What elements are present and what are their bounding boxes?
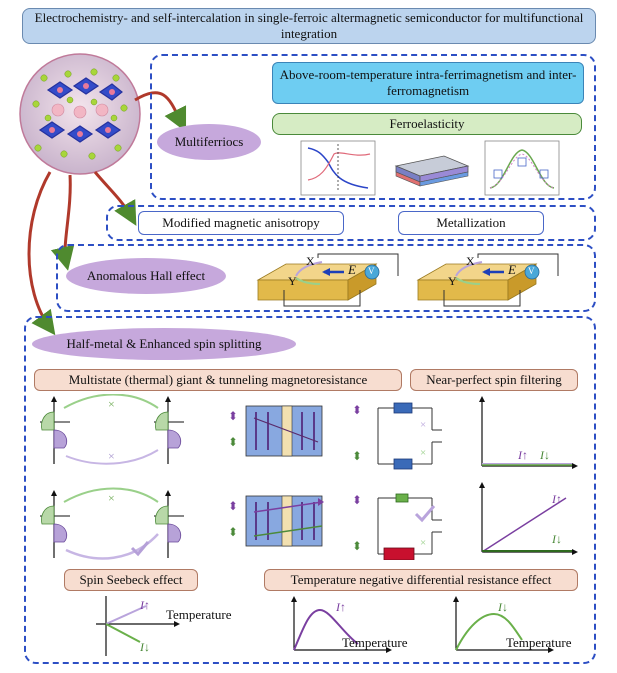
junction-row-2: ⬍ ⬍ [228,495,324,547]
anisotropy-text: Modified magnetic anisotropy [162,215,320,231]
svg-text:×: × [108,491,115,505]
ndr-temperature-2: Temperature [506,635,572,650]
spin-filter-plot-2 [479,482,578,555]
crystal-structure [18,52,142,176]
energy-barrier-plot-icon [484,140,560,196]
hall-e-label-1: E [348,262,356,277]
circuit-row-2: ⬍ ⬍ × [352,493,442,560]
halfmetal-oval: Half-metal & Enhanced spin splitting [32,328,296,360]
hall-section [56,244,596,312]
seebeck-plot [96,596,180,656]
hall-oval: Anomalous Hall effect [66,258,226,294]
band-diagrams: × × × [40,394,184,560]
arrow-to-halfmetal [27,171,56,336]
ndr-text: Temperature negative differential resist… [290,572,552,588]
filter1-i-up: I↑ [518,448,528,462]
ndr-i-up: I↑ [336,600,346,614]
seebeck-i-up: I↑ [140,598,150,612]
ferroelasticity-text: Ferroelasticity [389,116,465,132]
svg-text:⬍: ⬍ [352,403,362,417]
arrow-to-multiferroics [134,91,187,133]
multiferroics-oval: Multiferriocs [157,124,261,160]
magnetism-box: Above-room-temperature intra-ferrimagnet… [272,62,584,104]
svg-text:⬍: ⬍ [352,449,362,463]
hall-y-label-2: Y [448,274,457,288]
magnetism-text: Above-room-temperature intra-ferrimagnet… [279,67,577,98]
ferroelasticity-box: Ferroelasticity [272,113,582,135]
svg-text:⬍: ⬍ [228,409,238,423]
filter2-i-up: I↑ [552,492,562,506]
spin-valve-junctions: ⬍ ⬍ ⬍ ⬍ [228,405,324,547]
magnetoresistance-box: Multistate (thermal) giant & tunneling m… [34,369,402,391]
svg-text:⬍: ⬍ [352,493,362,507]
metallization-text: Metallization [436,215,506,231]
seebeck-box: Spin Seebeck effect [64,569,198,591]
junction-row-1: ⬍ ⬍ [228,405,323,457]
page-title: Electrochemistry- and self-intercalation… [22,8,596,44]
filter1-i-down: I↓ [540,448,550,462]
ndr-plot-up [291,596,392,653]
hall-x-label-1: X [306,254,315,268]
anisotropy-section [106,205,596,241]
svg-text:⬍: ⬍ [352,539,362,553]
spin-filtering-text: Near-perfect spin filtering [426,372,562,388]
svg-text:×: × [108,449,115,463]
svg-text:⬍: ⬍ [228,525,238,539]
hall-device-1 [256,253,399,307]
spin-filtering-plots [479,396,578,555]
ndr-i-down: I↓ [498,600,508,614]
svg-text:⬍: ⬍ [228,435,238,449]
svg-text:×: × [420,447,426,459]
svg-text:⬍: ⬍ [228,499,238,513]
anisotropy-box: Modified magnetic anisotropy [138,211,344,235]
hall-e-label-2: E [508,262,516,277]
halfmetal-section [24,316,596,664]
seebeck-text: Spin Seebeck effect [79,572,183,588]
hall-x-label-2: X [466,254,475,268]
ndr-temperature-1: Temperature [342,635,408,650]
hall-label: Anomalous Hall effect [86,268,206,284]
seebeck-temperature: Temperature [166,607,232,622]
ndr-plot-down [453,596,554,653]
circuit-row-1: ⬍ ⬍ × × [352,402,442,470]
multiferroics-label: Multiferriocs [174,134,244,150]
band-diagram-row-2: × [40,487,184,560]
resistor-circuits: ⬍ ⬍ × × ⬍ ⬍ × [352,402,442,560]
halfmetal-label: Half-metal & Enhanced spin splitting [66,336,262,352]
hall-v-label-2: V [528,266,535,276]
arrow-to-hall [50,174,75,271]
spin-filter-plot-1 [479,396,578,469]
svg-text:×: × [108,397,115,411]
magnetization-plot-icon [300,140,376,196]
filter2-i-down: I↓ [552,532,562,546]
spin-filtering-box: Near-perfect spin filtering [410,369,578,391]
hall-y-label-1: Y [288,274,297,288]
svg-text:×: × [420,419,426,431]
multiferroics-section [150,54,596,200]
ndr-box: Temperature negative differential resist… [264,569,578,591]
seebeck-i-down: I↓ [140,640,150,654]
page-title-text: Electrochemistry- and self-intercalation… [34,10,584,41]
hall-v-label-1: V [368,266,375,276]
metallization-box: Metallization [398,211,544,235]
band-diagram-row-1: × × [40,394,184,465]
layered-slab-icon [394,155,470,187]
svg-text:×: × [420,537,426,549]
arrow-to-anisotropy [93,171,137,226]
hall-device-2 [416,253,559,307]
magnetoresistance-text: Multistate (thermal) giant & tunneling m… [68,372,368,388]
crystal-structure-icon [19,53,141,175]
